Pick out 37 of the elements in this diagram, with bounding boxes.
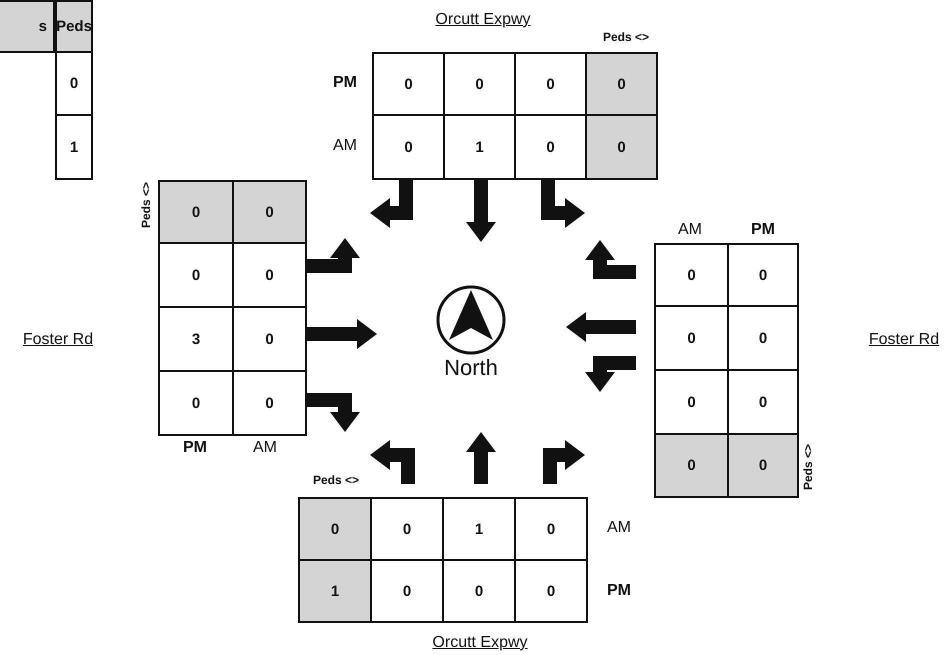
street-name: Foster Rd [868,330,940,350]
column-header: PM [182,438,208,458]
count-cell: 0 [232,180,307,244]
peds-header: Peds <> [800,442,816,492]
column-header: Peds [55,0,93,53]
row-header: PM [332,73,358,93]
count-cell: 0 [585,52,658,116]
count-cell: 0 [158,180,234,244]
count-cell: 1 [298,559,372,623]
count-cell: 0 [514,559,588,623]
count-cell: 0 [372,52,445,116]
row-header: AM [606,518,632,538]
count-cell: 0 [727,243,799,307]
street-name: Foster Rd [22,330,94,350]
count-cell: 0 [372,114,445,180]
count-cell: 0 [298,497,372,561]
count-cell: 0 [654,243,729,307]
count-cell: 0 [654,433,729,498]
column-header: PM [750,220,776,240]
row-header: PM [606,581,632,601]
count-cell: 1 [55,114,93,180]
column-header: AM [252,438,278,458]
column-header: AM [677,220,703,240]
peds-header: Peds <> [312,472,360,489]
count-cell: 0 [158,370,234,436]
count-cell: 0 [232,370,307,436]
count-cell: 0 [727,433,799,498]
peds-header: Peds <> [602,29,650,46]
compass-label: North [443,354,499,382]
count-cell: 0 [55,51,93,116]
count-cell: 0 [585,114,658,180]
row-header: AM [332,136,358,156]
column-header: s [0,0,55,53]
count-cell: 0 [514,497,588,561]
street-name: Orcutt Expwy [434,10,532,30]
peds-header: Peds <> [138,180,154,230]
street-name: Orcutt Expwy [431,633,529,653]
